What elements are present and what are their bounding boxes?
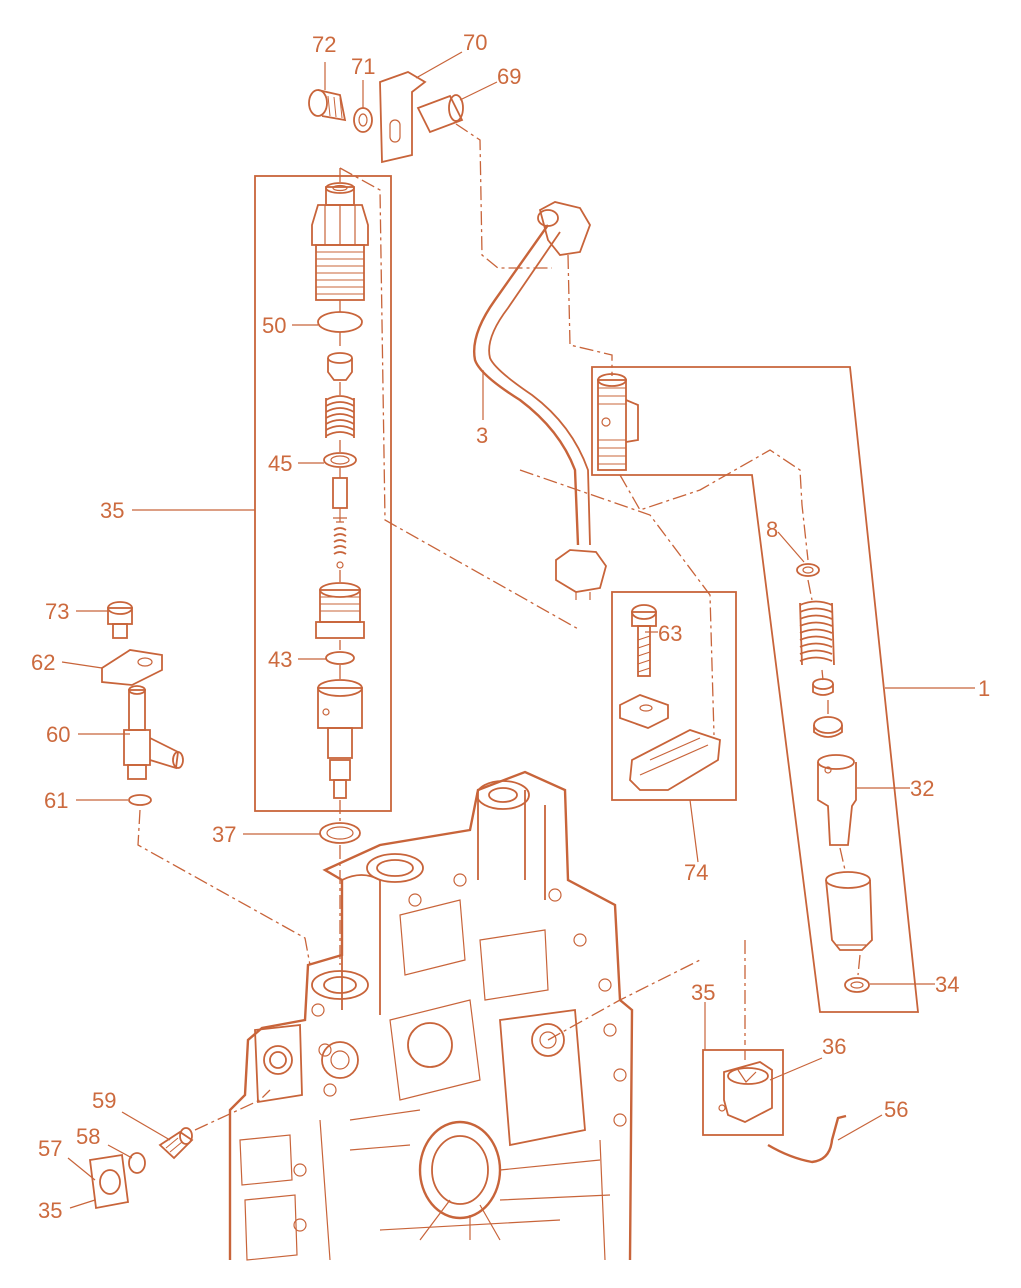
clip-56 [767,1114,847,1164]
leader-lines [61,51,975,1209]
nozzle-32 [817,754,857,846]
callout-71: 71 [351,54,375,79]
callout-8: 8 [766,517,778,542]
seal-ring-37 [319,822,361,844]
plug-59 [158,1127,194,1160]
nozzle-nut [315,582,365,639]
bracket-62 [101,649,163,686]
callout-labels: 72 71 70 69 50 45 35 43 37 3 8 63 1 32 7… [31,30,990,1223]
callout-59: 59 [92,1088,116,1113]
callout-63: 63 [658,621,682,646]
nozzle-body [317,679,363,799]
callout-69: 69 [497,64,521,89]
callout-36: 36 [822,1034,846,1059]
washer-71 [353,107,373,133]
injector-nozzle-holder [311,182,369,301]
clamp-box-74 [611,591,737,801]
clamp-bracket-70 [379,71,427,164]
assembly-centerlines [137,123,861,1131]
callout-37: 37 [212,822,236,847]
nozzle-cap-nut [825,871,873,951]
callout-74: 74 [684,860,708,885]
callout-34: 34 [935,972,959,997]
callout-45: 45 [268,451,292,476]
callout-3: 3 [476,423,488,448]
callout-35-plate: 35 [38,1198,62,1223]
sensor-box-35 [702,1049,784,1136]
bolt-72 [308,89,347,122]
o-ring-61 [128,794,152,806]
callout-62: 62 [31,650,55,675]
callout-61: 61 [44,788,68,813]
tee-fitting-60 [123,685,184,780]
washer-45 [323,452,357,468]
cover-plate-57 [88,1153,130,1210]
callout-72: 72 [312,32,336,57]
washer-43 [325,651,355,665]
callout-32: 32 [910,776,934,801]
injector-assembly-box [254,175,392,812]
injector-box-1 [591,366,919,1013]
callout-50: 50 [262,313,286,338]
injector-top-fitting [597,373,639,471]
spring-upper [325,395,355,438]
callout-73: 73 [45,599,69,624]
callout-56: 56 [884,1097,908,1122]
spring-right [799,600,835,666]
callout-57: 57 [38,1136,62,1161]
screw-73 [107,601,133,639]
o-ring-50 [317,311,363,333]
valve-cap [327,352,353,381]
callout-35-sensor: 35 [691,980,715,1005]
fuel-injection-line [473,201,607,600]
callout-58: 58 [76,1124,100,1149]
washer-8 [796,563,820,577]
callout-60: 60 [46,722,70,747]
seal-34 [844,977,870,993]
callout-70: 70 [463,30,487,55]
cylinder-head-casting [228,770,634,1261]
callout-1: 1 [978,676,990,701]
sleeve-69 [416,94,464,134]
o-ring-58 [128,1152,146,1174]
callout-43: 43 [268,647,292,672]
push-rod [332,477,348,569]
callout-35-injector: 35 [100,498,124,523]
